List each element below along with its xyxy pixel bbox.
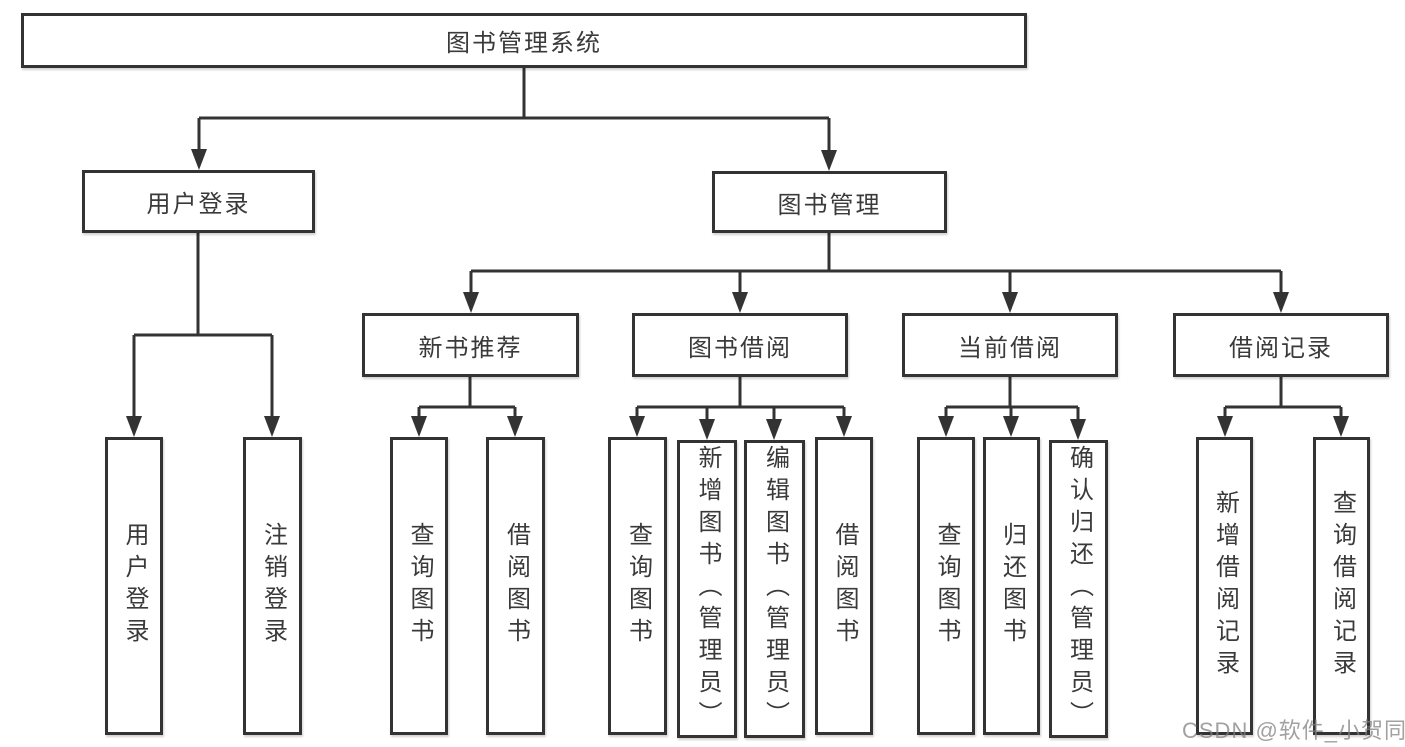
node-label: 借阅图书	[831, 522, 858, 650]
leaf-confirm-return-admin: 确认归还（管理员）	[1049, 440, 1108, 738]
node-current-borrowing: 当前借阅	[902, 313, 1118, 377]
node-label: 编辑图书（管理员）	[761, 445, 789, 733]
node-new-book-recommendation: 新书推荐	[362, 313, 579, 377]
node-library-management-system: 图书管理系统	[21, 13, 1027, 68]
node-label: 用户登录	[146, 191, 251, 218]
leaf-query-borrow-record: 查询借阅记录	[1313, 437, 1370, 735]
node-label: 查询图书	[406, 522, 433, 650]
leaf-return-books: 归还图书	[983, 437, 1040, 735]
leaf-query-books-1: 查询图书	[390, 437, 448, 735]
node-label: 当前借阅	[958, 334, 1062, 362]
leaf-query-books-3: 查询图书	[917, 437, 975, 735]
node-borrowing-records: 借阅记录	[1173, 313, 1389, 377]
leaf-borrow-books-2: 借阅图书	[815, 437, 873, 735]
node-label: 确认归还（管理员）	[1065, 445, 1093, 733]
leaf-query-books-2: 查询图书	[608, 437, 667, 735]
leaf-borrow-books-1: 借阅图书	[486, 437, 545, 735]
node-label: 查询图书	[624, 522, 652, 650]
node-label: 借阅图书	[502, 522, 530, 650]
leaf-edit-books-admin: 编辑图书（管理员）	[744, 440, 805, 738]
connector-paths	[132, 68, 1343, 420]
leaf-add-books-admin: 新增图书（管理员）	[677, 440, 737, 738]
node-label: 图书管理	[777, 191, 882, 219]
leaf-user-login: 用户登录	[105, 437, 163, 735]
node-book-management: 图书管理	[712, 171, 947, 233]
leaf-logout: 注销登录	[243, 437, 302, 735]
node-label: 图书借阅	[688, 334, 792, 362]
node-user-login: 用户登录	[82, 170, 315, 233]
node-label: 新增借阅记录	[1211, 490, 1239, 682]
node-label: 查询借阅记录	[1328, 490, 1356, 682]
node-label: 新书推荐	[418, 334, 523, 362]
arrowheads	[126, 149, 1349, 440]
node-book-borrowing: 图书借阅	[632, 313, 848, 377]
node-label: 注销登录	[259, 522, 287, 650]
leaf-add-borrow-record: 新增借阅记录	[1196, 437, 1253, 735]
node-label: 借阅记录	[1229, 334, 1333, 362]
node-label: 归还图书	[998, 522, 1026, 650]
node-label: 查询图书	[933, 522, 960, 650]
node-label: 新增图书（管理员）	[694, 445, 721, 733]
csdn-watermark: CSDN @软件_小贺同学	[1182, 718, 1405, 743]
node-label: 图书管理系统	[446, 30, 602, 57]
node-label: 用户登录	[121, 522, 148, 650]
